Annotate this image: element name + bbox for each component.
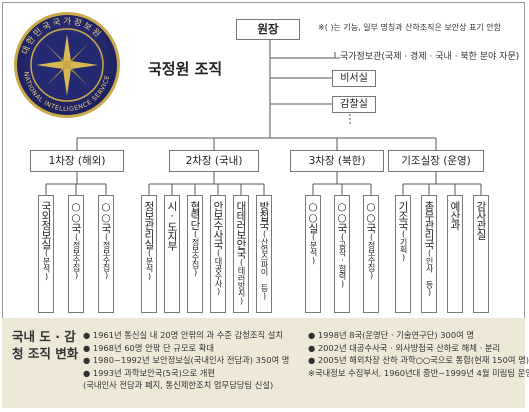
history-item: ● 2002년 대공수사국 · 외사방첩국 산하로 해체 · 분리: [308, 342, 501, 353]
history-right-list: ● 1998년 8국(운영단 · 기술연구단) 300여 명 ● 2002년 대공…: [308, 329, 529, 379]
unit-box-4-1: 기조국(기획): [395, 195, 411, 313]
unit-function: (분석): [42, 248, 51, 281]
unit-box-2-5: 대테러보안국(테러방지): [233, 195, 249, 313]
unit-label: 대테러보안국: [235, 201, 247, 258]
secretary-box: 비서실: [332, 70, 376, 87]
unit-function: (분석): [145, 248, 154, 281]
unit-function: (정보수집): [72, 232, 81, 280]
history-item: ● 2005년 해외차장 산하 과학○○국으로 통합(현재 150여 명): [308, 355, 529, 365]
unit-box-4-3: 예산과: [447, 195, 463, 313]
history-item: ● 1998년 8국(운영단 · 기술연구단) 300여 명: [308, 330, 475, 340]
deputy-box-3: 3차장 (북한): [290, 150, 384, 172]
deputy-box-1: 1차장 (해외): [30, 150, 124, 172]
deputy-box-2: 2차장 (국내): [169, 150, 259, 172]
history-title: 국내 도 · 감청 조직 변화: [12, 329, 79, 361]
unit-box-4-2: 총무관리국(인사 등): [421, 195, 437, 313]
adviser-text: 국가정보관(국제 · 경제 · 국내 · 북한 분야 자문): [340, 52, 520, 62]
unit-label: 정보관리실: [143, 201, 155, 249]
unit-function: (기획): [399, 229, 408, 262]
unit-label: 국외정보실: [40, 201, 52, 249]
unit-box-4-4: 감사관실: [473, 195, 489, 313]
deputy-box-4: 기조실장 (운영): [388, 150, 484, 172]
unit-box-3-2: ○○국(공작·협력): [334, 195, 350, 313]
unit-function: (분석): [309, 232, 318, 265]
history-left-list: ● 1961년 통신실 내 20명 안팎의 과 수준 감청조직 설치 ● 1968…: [83, 329, 289, 392]
unit-function: (정보수집): [102, 232, 111, 280]
nis-seal-icon: 대한민국국가정보원 NATIONAL INTELLIGENCE SERVICE: [14, 12, 120, 118]
unit-function: (정보수집): [191, 229, 200, 277]
unit-label: 감사관실: [475, 201, 487, 239]
unit-function: (테러방지): [237, 258, 246, 305]
unit-box-3-1: ○○실(분석): [305, 195, 321, 313]
unit-label: 안보수사국: [212, 201, 224, 249]
history-item: ● 1961년 통신실 내 20명 안팎의 과 수준 감청조직 설치: [83, 330, 284, 340]
unit-label: ○○실: [307, 201, 319, 233]
unit-box-2-2: 시·도지부: [164, 195, 180, 313]
unit-box-1-3: ○○국(정보수집): [98, 195, 114, 313]
unit-label: 방첩국: [258, 201, 270, 230]
unit-box-3-3: ○○국(정보수집): [363, 195, 379, 313]
director-box: 원장: [236, 19, 300, 40]
unit-label: ○○국: [365, 201, 377, 233]
unit-function: (공작·협력): [338, 232, 347, 289]
history-item: ● 1980~1992년 보안정보실(국내인사 전담과) 350여 명: [83, 355, 290, 365]
unit-label: ○○국: [100, 201, 112, 233]
unit-box-1-1: 국외정보실(분석): [38, 195, 54, 313]
history-item: ※국내정보 수집부서, 1960년대 중반~1999년 4월 미림팀 운영: [308, 367, 529, 378]
unit-function: (산업스파이 등): [260, 229, 269, 301]
unit-box-1-2: ○○국(정보수집): [68, 195, 84, 313]
unit-function: (인사 등): [425, 248, 434, 297]
unit-label: 시·도지부: [166, 201, 178, 250]
history-item: ● 1993년 과학보안국(5국)으로 개편: [83, 367, 215, 378]
unit-label: 예산과: [449, 201, 461, 230]
unit-label: 협력단: [189, 201, 201, 230]
unit-box-2-1: 정보관리실(분석): [141, 195, 157, 313]
unit-label: ○○국: [70, 201, 82, 233]
unit-function: (정보수집): [367, 232, 376, 280]
unit-box-2-4: 안보수사국(대공수사): [210, 195, 226, 313]
unit-label: 총무관리국: [423, 201, 435, 249]
unit-label: ○○국: [336, 201, 348, 233]
inspection-box: 감찰실: [332, 96, 376, 113]
unit-function: (대공수사): [214, 248, 223, 296]
unit-box-2-3: 협력단(정보수집): [187, 195, 203, 313]
chart-title: 국정원 조직: [148, 60, 223, 78]
history-item: ● 1968년 60명 안팎 단 규모로 확대: [83, 342, 215, 353]
unit-box-2-6: 방첩국(산업스파이 등): [256, 195, 272, 313]
history-item: (국내인사 전담과 폐지, 통신제한조치 업무담당팀 신설): [83, 380, 274, 390]
unit-label: 기조국: [397, 201, 409, 230]
note-text: ※( )는 기능, 일부 명칭과 산하조직은 보안상 표기 안함: [318, 23, 502, 32]
history-panel: [2, 318, 525, 408]
